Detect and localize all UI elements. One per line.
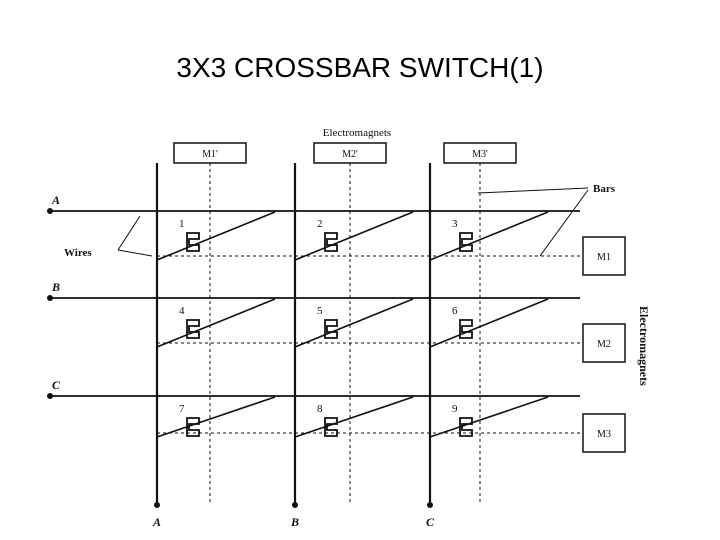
bars-leader-lower [539,189,589,257]
bars-leader-upper [477,187,589,194]
crosspoint-contact-7 [186,417,200,437]
column-output-label-3: C [426,515,435,529]
wires-label: Wires [64,247,92,259]
wires-leader-lower [117,249,153,257]
horizontal-magnet-label-1: M1 [597,252,611,263]
crosspoint-contact-5 [324,319,338,339]
crosspoint-label-3: 3 [452,218,458,230]
crosspoint-label-6: 6 [452,305,458,317]
wires-leader-upper [117,215,141,251]
horizontal-magnet-box-1 [582,236,626,276]
vertical-magnet-label-3: M3' [472,149,488,160]
column-output-dot-2 [292,502,298,508]
column-output-dot-1 [154,502,160,508]
row-input-dot-3 [47,393,53,399]
crosspoint-contact-3 [459,232,473,252]
side-electromagnets-label: Electromagnets [637,306,651,386]
crosspoint-contact-4 [186,319,200,339]
crosspoint-label-8: 8 [317,403,323,415]
crosspoint-arm-6 [429,298,549,348]
crosspoint-contact-9 [459,417,473,437]
crosspoint-contact-8 [324,417,338,437]
crosspoint-label-5: 5 [317,305,323,317]
crosspoint-label-2: 2 [317,218,323,230]
crosspoint-label-4: 4 [179,305,185,317]
crosspoint-arm-4 [156,298,276,348]
crosspoint-arm-7 [156,396,276,438]
crosspoint-label-1: 1 [179,218,185,230]
crosspoint-label-9: 9 [452,403,458,415]
horizontal-magnet-label-2: M2 [597,339,611,350]
column-output-dot-3 [427,502,433,508]
crosspoint-arm-5 [294,298,414,348]
crosspoint-arm-3 [429,211,549,261]
crosspoint-contact-6 [459,319,473,339]
row-input-label-3: C [52,378,61,392]
row-input-dot-1 [47,208,53,214]
horizontal-magnet-label-3: M3 [597,429,611,440]
bars-label: Bars [593,183,616,195]
vertical-magnet-box-1 [173,142,247,164]
column-output-label-2: B [290,515,299,529]
crosspoint-arm-8 [294,396,414,438]
vertical-magnet-box-3 [443,142,517,164]
crosspoint-contact-2 [324,232,338,252]
vertical-magnet-label-2: M2' [342,149,358,160]
row-input-label-2: B [51,280,60,294]
horizontal-magnet-box-3 [582,413,626,453]
row-input-dot-2 [47,295,53,301]
column-output-label-1: A [152,515,161,529]
slide-title: 3X3 CROSSBAR SWITCH(1) [176,52,544,83]
vertical-magnet-label-1: M1' [202,149,218,160]
crosspoint-arm-2 [294,211,414,261]
row-input-label-1: A [51,193,60,207]
crosspoint-arm-9 [429,396,549,438]
crosspoint-contact-1 [186,232,200,252]
top-electromagnets-label: Electromagnets [323,127,391,139]
vertical-magnet-box-2 [313,142,387,164]
crosspoint-arm-1 [156,211,276,261]
crosspoint-label-7: 7 [179,403,185,415]
horizontal-magnet-box-2 [582,323,626,363]
